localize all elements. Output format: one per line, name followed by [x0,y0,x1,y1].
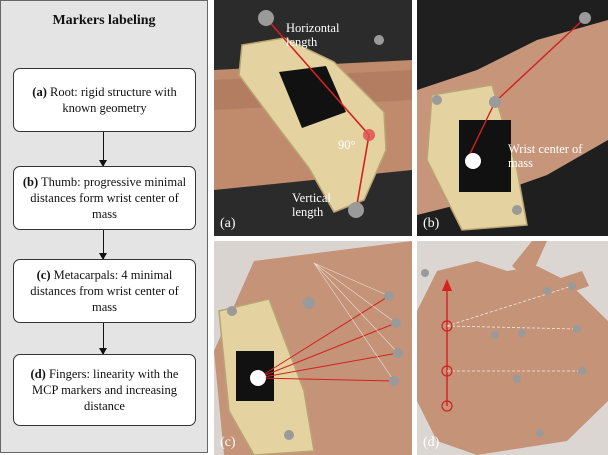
flowchart-panel: Markers labeling (a) Root: rigid structu… [0,0,208,453]
photo-b-illustration [417,0,608,236]
step-metacarpals-text: Metacarpals: 4 minimal distances from wr… [30,268,179,314]
step-fingers-text: Fingers: linearity with the MCP markers … [32,367,179,413]
step-metacarpals-id: (c) [36,268,51,282]
panel-label-a: (a) [220,216,236,231]
panel-label-b: (b) [423,216,440,231]
step-thumb: (b) Thumb: progressive minimal distances… [13,166,196,230]
step-fingers: (d) Fingers: linearity with the MCP mark… [13,354,196,426]
step-metacarpals: (c) Metacarpals: 4 minimal distances fro… [13,259,196,323]
photo-b: Wrist center of mass (b) [417,0,608,236]
photo-d-illustration [417,241,608,455]
photo-d: (d) [417,241,608,455]
photo-c-illustration [214,241,412,455]
label-angle: 90° [338,138,356,152]
step-root: (a) Root: rigid structure with known geo… [13,68,196,132]
panel-label-c: (c) [220,435,236,450]
label-vertical-length: Vertical length [292,191,331,219]
arrow-1 [99,132,107,167]
photo-c: (c) [214,241,412,455]
step-root-id: (a) [32,85,47,99]
arrow-3 [99,323,107,355]
step-root-text: Root: rigid structure with known geometr… [46,85,177,115]
step-thumb-text: Thumb: progressive minimal distances for… [30,175,187,221]
arrow-2 [99,230,107,260]
panel-label-d: (d) [423,435,440,450]
photo-a: Horizontal length 90° Vertical length (a… [214,0,412,236]
flowchart-title: Markers labeling [52,13,156,28]
label-horizontal-length: Horizontal length [286,21,340,49]
label-wrist-center: Wrist center of mass [508,142,583,170]
step-fingers-id: (d) [30,367,46,381]
step-thumb-id: (b) [22,175,39,189]
photo-a-illustration [214,0,412,236]
